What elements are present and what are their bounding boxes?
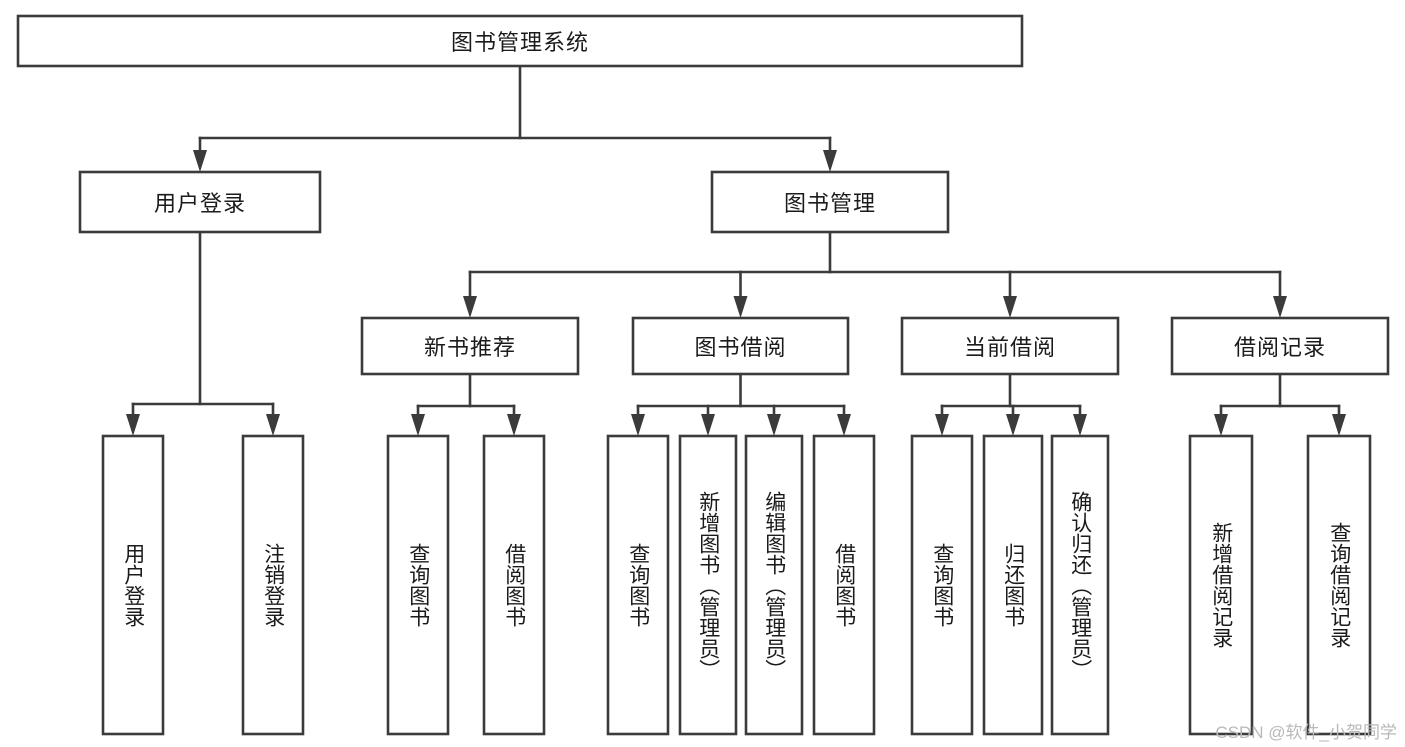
- node-leaf-box-5[interactable]: [678, 434, 738, 736]
- node-leaf-box-10[interactable]: [1050, 434, 1110, 736]
- node-leaf-box-11[interactable]: [1188, 434, 1254, 736]
- node-leaf-box-1[interactable]: [241, 434, 305, 736]
- node-level2-box-2[interactable]: [900, 316, 1120, 376]
- arrow-head-icon: [411, 414, 425, 436]
- node-leaf-box-7[interactable]: [812, 434, 876, 736]
- arrow-head-icon: [126, 414, 140, 436]
- arrow-head-icon: [507, 414, 521, 436]
- node-level2-box-3[interactable]: [1170, 316, 1390, 376]
- node-leaf-box-12[interactable]: [1306, 434, 1372, 736]
- arrow-head-icon: [1214, 414, 1228, 436]
- node-level2-box-1[interactable]: [631, 316, 850, 376]
- node-leaf-box-9[interactable]: [982, 434, 1044, 736]
- arrow-head-icon: [193, 150, 207, 172]
- node-leaf-box-3[interactable]: [482, 434, 546, 736]
- arrow-head-icon: [1273, 296, 1287, 318]
- boxes-layer: [16, 14, 1390, 736]
- node-level1-box-0[interactable]: [78, 170, 322, 234]
- node-leaf-box-6[interactable]: [744, 434, 804, 736]
- arrow-head-icon: [935, 414, 949, 436]
- arrow-head-icon: [701, 414, 715, 436]
- arrow-head-icon: [266, 414, 280, 436]
- node-leaf-box-0[interactable]: [101, 434, 165, 736]
- arrow-head-icon: [1006, 414, 1020, 436]
- arrow-head-icon: [1073, 414, 1087, 436]
- node-leaf-box-4[interactable]: [606, 434, 670, 736]
- arrow-head-icon: [463, 296, 477, 318]
- connectors-layer: [126, 64, 1346, 436]
- node-leaf-box-2[interactable]: [386, 434, 450, 736]
- watermark-text: CSDN @软件_小贺同学: [1215, 723, 1397, 742]
- arrow-head-icon: [1332, 414, 1346, 436]
- arrow-head-icon: [631, 414, 645, 436]
- arrow-head-icon: [837, 414, 851, 436]
- node-level1-box-1[interactable]: [710, 170, 950, 234]
- arrow-head-icon: [823, 150, 837, 172]
- node-root-box[interactable]: [16, 14, 1024, 68]
- node-leaf-box-8[interactable]: [910, 434, 974, 736]
- arrow-head-icon: [1003, 296, 1017, 318]
- node-level2-box-0[interactable]: [360, 316, 580, 376]
- arrow-head-icon: [733, 296, 748, 318]
- arrow-head-icon: [767, 414, 781, 436]
